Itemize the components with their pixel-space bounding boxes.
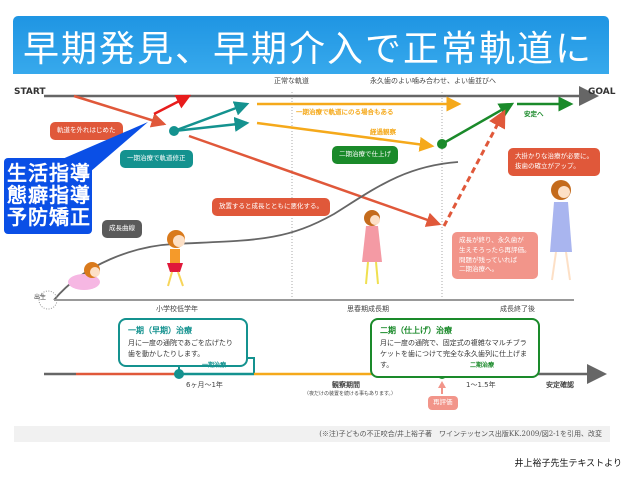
child-figure (167, 230, 185, 287)
phase1-may-track-label: 一期治療で軌道にのる場合もある (296, 108, 394, 116)
reevaluate-line-4: 二期治療へ。 (459, 265, 498, 274)
guidance-habit: 態癖指導 (7, 183, 91, 207)
baby-figure (68, 262, 100, 290)
phase1-info-heading: 一期（早期）治療 (128, 326, 192, 335)
guidance-preventive: 予防矯正 (7, 205, 91, 229)
red-return-arrow (153, 94, 192, 116)
off-track-line (73, 94, 167, 128)
guidance-box: 生活指導 態癖指導 予防矯正 (4, 158, 92, 234)
birth-label: 出生 (34, 294, 47, 301)
timeline-phase2-duration: 1〜1.5年 (466, 381, 496, 389)
stage-after-growth: 成長終了後 (500, 305, 535, 313)
guidance-lifestyle: 生活指導 (7, 161, 91, 185)
citation-note: (※注)子どもの不正咬合/井上裕子著 ワインテッセンス出版KK.2009/図2-… (14, 426, 610, 442)
reevaluate-line-1: 成長が終り、永久歯が (459, 236, 524, 244)
teal-arrow-1 (173, 101, 250, 133)
off-track-callout: 軌道を外れはじめた (50, 122, 123, 140)
adult-figure (550, 180, 572, 281)
stage-lower-elementary: 小学校低学年 (156, 305, 198, 313)
timeline-phase1-label: 一期治療 (202, 362, 227, 369)
phase1-info-box: 一期（早期）治療 月に一度の通院であごを広げたり 歯を動かしたりします。 (118, 318, 248, 368)
birth-circle (38, 290, 58, 310)
diagram-graphics (38, 86, 607, 394)
teal-arrow-2 (173, 116, 250, 133)
reevaluate-line-2: 生えそろったら再評価。 (459, 245, 531, 254)
source-credit: 井上裕子先生テキストより (514, 459, 622, 469)
stable-label: 安定へ (524, 110, 544, 118)
goal-description: 永久歯のよい噛み合わせ、よい歯並びへ (370, 77, 496, 85)
phase2-info-line-1: 月に一度の通院で、固定式の複雑なマルチブラ (380, 338, 527, 347)
worsen-callout: 放置すると成長とともに悪化する。 (212, 198, 330, 216)
timeline-stable-confirm: 安定確認 (546, 381, 574, 389)
phase2-info-heading: 二期（仕上げ）治療 (380, 326, 452, 335)
major-treatment-line-2: 抜歯の確立がアップ。 (515, 161, 580, 170)
diagram-area: START GOAL 正常な軌道 永久歯のよい噛み合わせ、よい歯並びへ 軌道を外… (14, 74, 616, 426)
major-treatment-callout: 大掛かりな治療が必要に。 抜歯の確立がアップ。 (508, 148, 600, 176)
major-treatment-line-1: 大掛かりな治療が必要に。 (515, 152, 593, 160)
page-title: 早期発見、早期介入で正常軌道に (23, 29, 594, 70)
green-arrow-up (441, 102, 515, 146)
goal-label: GOAL (588, 87, 616, 97)
timeline-phase2-label: 二期治療 (470, 362, 495, 369)
title-banner: 早期発見、早期介入で正常軌道に (13, 16, 609, 74)
yellow-arrow-observe (256, 121, 435, 152)
worsening-line (188, 134, 442, 227)
growth-curve (53, 161, 459, 301)
phase1-correct-callout: 一期治療で軌道修正 (120, 150, 193, 168)
normal-track-label: 正常な軌道 (274, 77, 309, 85)
phase2-info-line-2: ケットを歯につけて完全な永久歯列に仕上げます。 (380, 349, 527, 370)
timeline-observation-label: 観察期間 (332, 381, 360, 389)
growth-curve-callout: 成長曲線 (102, 220, 142, 238)
reevaluation-arrow (438, 381, 446, 394)
reevaluation-badge: 再評価 (428, 396, 458, 410)
start-label: START (14, 87, 46, 97)
phase2-info-box: 二期（仕上げ）治療 月に一度の通院で、固定式の複雑なマルチブラ ケットを歯につけ… (370, 318, 540, 379)
phase2-finish-callout: 二期治療で仕上げ (332, 146, 398, 164)
phase1-info-line-2: 歯を動かしたりします。 (128, 349, 205, 358)
timeline-phase1-node (174, 369, 184, 379)
timeline-observation-note: （夜だけの装置を続ける事もあります。） (304, 391, 397, 397)
reevaluate-line-3: 問題が残っていれば (459, 255, 518, 264)
timeline-phase1-duration: 6ヶ月〜1年 (186, 381, 223, 389)
stage-puberty: 思春期成長期 (347, 305, 389, 313)
dashed-major-treatment (442, 109, 506, 227)
teen-figure (362, 210, 382, 285)
observation-label: 経過観察 (370, 128, 396, 136)
phase1-info-line-1: 月に一度の通院であごを広げたり (128, 338, 233, 347)
reevaluate-callout: 成長が終り、永久歯が 生えそろったら再評価。 問題が残っていれば 二期治療へ。 (452, 232, 538, 279)
